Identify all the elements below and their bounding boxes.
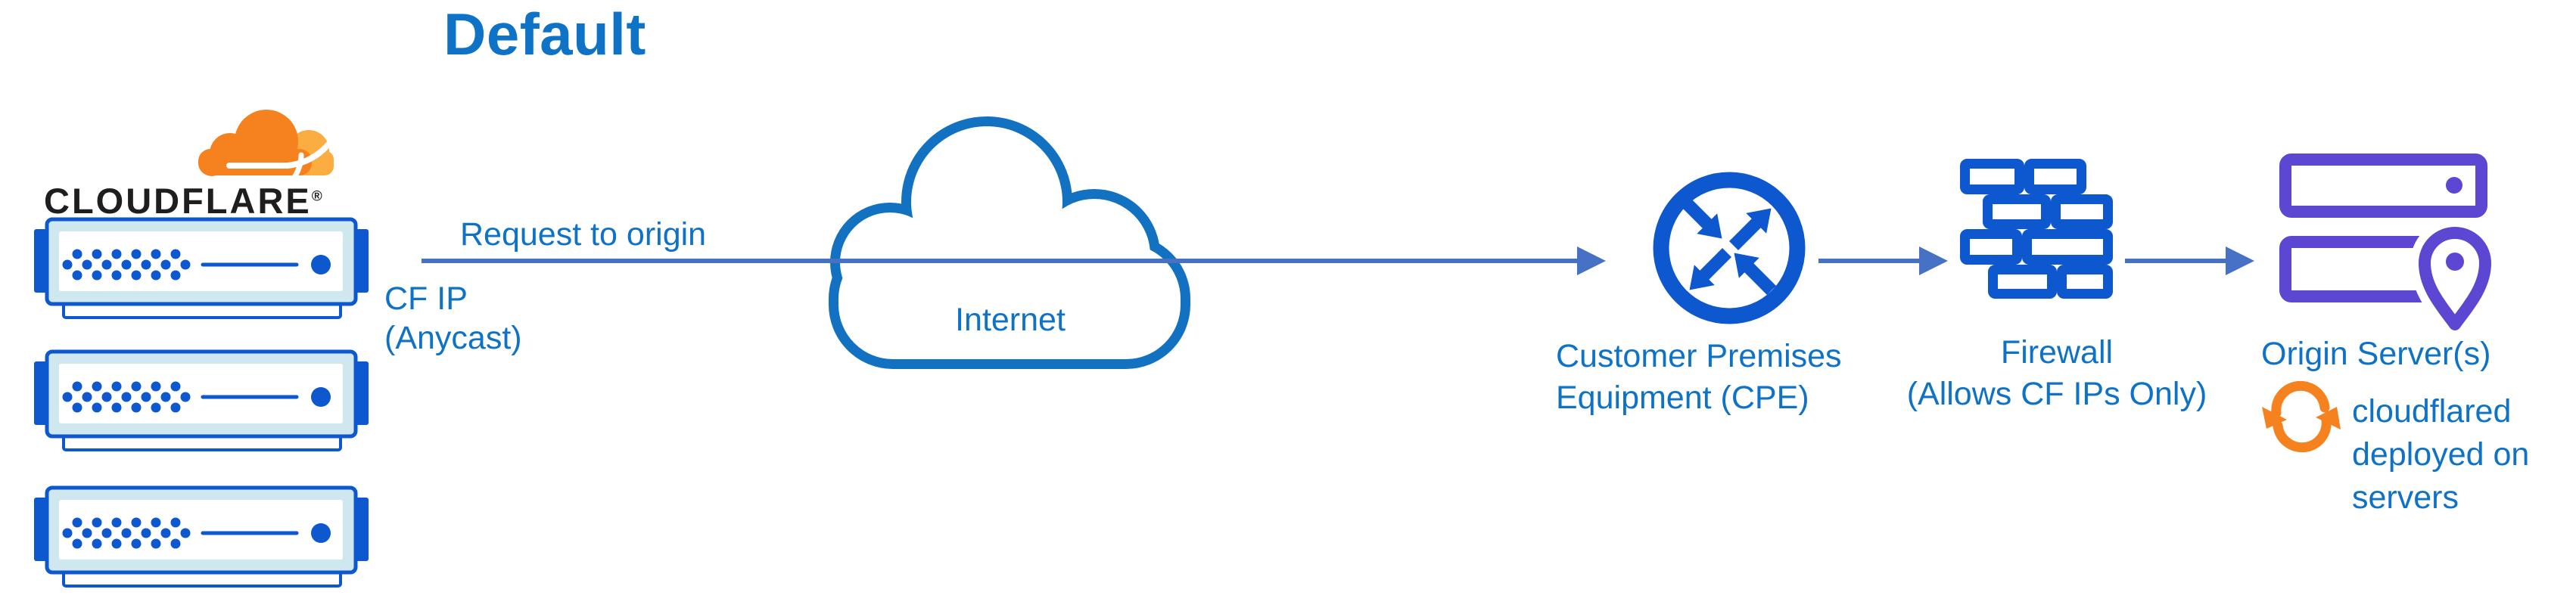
internet-label: Internet <box>955 302 1066 338</box>
brick-wall-icon <box>1960 159 2113 299</box>
location-pin-icon <box>2419 227 2491 330</box>
diagram-title: Default <box>443 1 646 67</box>
arrowhead <box>1577 247 1606 275</box>
firewall-label: Firewall (Allows CF IPs Only) <box>1906 334 2207 412</box>
edge-server-icon <box>34 486 369 592</box>
cloudflare-wordmark: CLOUDFLARE® <box>44 181 322 221</box>
arrowhead <box>1919 247 1948 275</box>
cloudflared-note: cloudflared deployed on servers <box>2352 393 2530 516</box>
router-arrows-icon <box>1653 172 1806 324</box>
registered-mark: ® <box>311 188 322 205</box>
cf-ip-anycast-label: CF IP (Anycast) <box>384 281 522 357</box>
origin-server-label: Origin Server(s) <box>2261 336 2491 372</box>
arrowhead <box>2226 247 2254 275</box>
internet-cloud-icon <box>829 116 1190 369</box>
cloudflare-cloud-icon <box>198 110 335 181</box>
request-to-origin-label: Request to origin <box>460 216 707 253</box>
cpe-label: Customer Premises Equipment (CPE) <box>1556 338 1842 416</box>
origin-servers-pin-icon <box>2279 154 2500 339</box>
edge-server-icon <box>34 218 369 324</box>
sync-arrows-icon <box>2262 380 2341 453</box>
edge-server-icon <box>34 350 369 456</box>
